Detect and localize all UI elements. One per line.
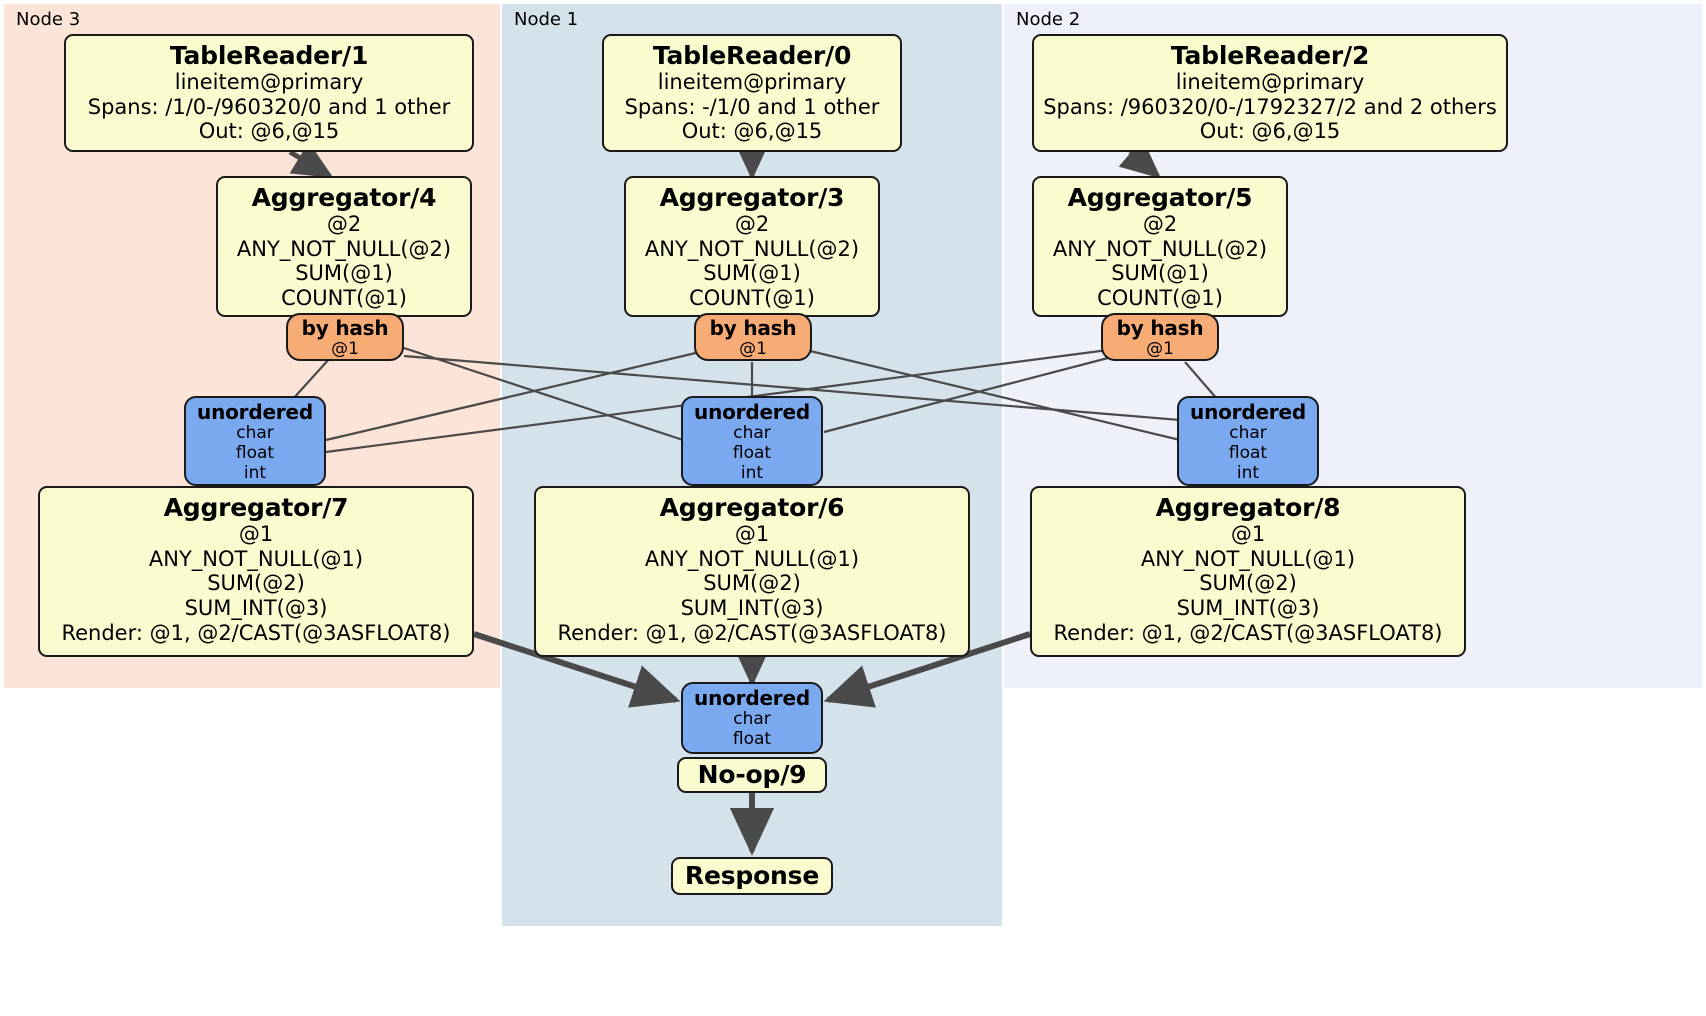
box-line: ANY_NOT_NULL(@1): [148, 546, 364, 571]
sync-title: unordered: [197, 400, 313, 424]
box-line: SUM(@2): [703, 571, 801, 596]
box-table-reader-1[interactable]: TableReader/1 lineitem@primary Spans: /1…: [64, 34, 474, 152]
sync-line: float: [235, 443, 275, 464]
sync-line: int: [740, 463, 764, 484]
router-line: @1: [331, 339, 359, 360]
box-aggregator-3[interactable]: Aggregator/3 @2 ANY_NOT_NULL(@2) SUM(@1)…: [624, 176, 880, 317]
box-line: Spans: /960320/0-/1792327/2 and 2 others: [1043, 94, 1497, 119]
box-title: Aggregator/4: [251, 183, 437, 212]
box-line: SUM(@1): [703, 261, 801, 286]
panel-node-1-label: Node 1: [514, 9, 579, 30]
box-noop-9[interactable]: No-op/9: [677, 757, 827, 793]
box-line: SUM(@1): [1111, 261, 1209, 286]
sync-line: char: [733, 709, 771, 730]
box-line: Spans: -/1/0 and 1 other: [624, 94, 880, 119]
box-line: COUNT(@1): [1097, 285, 1223, 310]
box-line: SUM(@1): [295, 261, 393, 286]
box-line: lineitem@primary: [657, 70, 847, 95]
box-table-reader-0[interactable]: TableReader/0 lineitem@primary Spans: -/…: [602, 34, 902, 152]
panel-node-2-label: Node 2: [1016, 9, 1081, 30]
box-line: @1: [1230, 522, 1266, 547]
box-response[interactable]: Response: [671, 857, 833, 895]
box-title: TableReader/1: [169, 41, 369, 70]
box-line: Out: @6,@15: [198, 119, 340, 144]
router-title: by hash: [1116, 316, 1204, 340]
box-title: TableReader/0: [652, 41, 852, 70]
box-line: lineitem@primary: [174, 70, 364, 95]
sync-line: char: [236, 423, 274, 444]
box-line: ANY_NOT_NULL(@1): [1140, 546, 1356, 571]
box-line: Out: @6,@15: [681, 119, 823, 144]
box-aggregator-7[interactable]: Aggregator/7 @1 ANY_NOT_NULL(@1) SUM(@2)…: [38, 486, 474, 657]
box-aggregator-5[interactable]: Aggregator/5 @2 ANY_NOT_NULL(@2) SUM(@1)…: [1032, 176, 1288, 317]
box-title: No-op/9: [697, 760, 807, 790]
sync-title: unordered: [694, 686, 810, 710]
box-table-reader-2[interactable]: TableReader/2 lineitem@primary Spans: /9…: [1032, 34, 1508, 152]
panel-node-3-label: Node 3: [16, 9, 81, 30]
router-by-hash-right[interactable]: by hash @1: [1101, 313, 1219, 361]
box-line: Out: @6,@15: [1199, 119, 1341, 144]
box-line: Render: @1, @2/CAST(@3ASFLOAT8): [61, 620, 451, 645]
box-title: Aggregator/6: [659, 493, 845, 522]
box-line: Render: @1, @2/CAST(@3ASFLOAT8): [557, 620, 947, 645]
box-line: @2: [326, 212, 362, 237]
box-line: ANY_NOT_NULL(@2): [644, 236, 860, 261]
sync-line: float: [732, 729, 772, 750]
sync-unordered-left[interactable]: unordered char float int: [184, 396, 326, 486]
sync-line: int: [243, 463, 267, 484]
box-line: ANY_NOT_NULL(@1): [644, 546, 860, 571]
box-aggregator-4[interactable]: Aggregator/4 @2 ANY_NOT_NULL(@2) SUM(@1)…: [216, 176, 472, 317]
router-line: @1: [739, 339, 767, 360]
box-line: SUM(@2): [1199, 571, 1297, 596]
sync-line: char: [733, 423, 771, 444]
box-aggregator-8[interactable]: Aggregator/8 @1 ANY_NOT_NULL(@1) SUM(@2)…: [1030, 486, 1466, 657]
router-title: by hash: [709, 316, 797, 340]
box-line: SUM(@2): [207, 571, 305, 596]
box-line: Spans: /1/0-/960320/0 and 1 other: [87, 94, 451, 119]
box-line: @2: [734, 212, 770, 237]
box-line: SUM_INT(@3): [1176, 595, 1320, 620]
box-title: Aggregator/3: [659, 183, 845, 212]
box-line: @1: [734, 522, 770, 547]
box-title: Aggregator/5: [1067, 183, 1253, 212]
router-line: @1: [1146, 339, 1174, 360]
sync-line: float: [732, 443, 772, 464]
box-line: ANY_NOT_NULL(@2): [1052, 236, 1268, 261]
router-title: by hash: [301, 316, 389, 340]
box-line: COUNT(@1): [281, 285, 407, 310]
router-by-hash-left[interactable]: by hash @1: [286, 313, 404, 361]
box-line: ANY_NOT_NULL(@2): [236, 236, 452, 261]
box-line: @2: [1142, 212, 1178, 237]
sync-line: float: [1228, 443, 1268, 464]
box-aggregator-6[interactable]: Aggregator/6 @1 ANY_NOT_NULL(@1) SUM(@2)…: [534, 486, 970, 657]
box-title: Aggregator/8: [1155, 493, 1341, 522]
box-line: SUM_INT(@3): [680, 595, 824, 620]
box-title: Aggregator/7: [163, 493, 349, 522]
sync-title: unordered: [694, 400, 810, 424]
box-title: TableReader/2: [1170, 41, 1370, 70]
box-line: @1: [238, 522, 274, 547]
sync-unordered-center[interactable]: unordered char float int: [681, 396, 823, 486]
sync-line: char: [1229, 423, 1267, 444]
box-line: COUNT(@1): [689, 285, 815, 310]
sync-unordered-right[interactable]: unordered char float int: [1177, 396, 1319, 486]
box-line: SUM_INT(@3): [184, 595, 328, 620]
router-by-hash-center[interactable]: by hash @1: [694, 313, 812, 361]
box-line: lineitem@primary: [1175, 70, 1365, 95]
box-title: Response: [684, 861, 820, 891]
box-line: Render: @1, @2/CAST(@3ASFLOAT8): [1053, 620, 1443, 645]
sync-title: unordered: [1190, 400, 1306, 424]
sync-unordered-final[interactable]: unordered char float: [681, 682, 823, 754]
sync-line: int: [1236, 463, 1260, 484]
